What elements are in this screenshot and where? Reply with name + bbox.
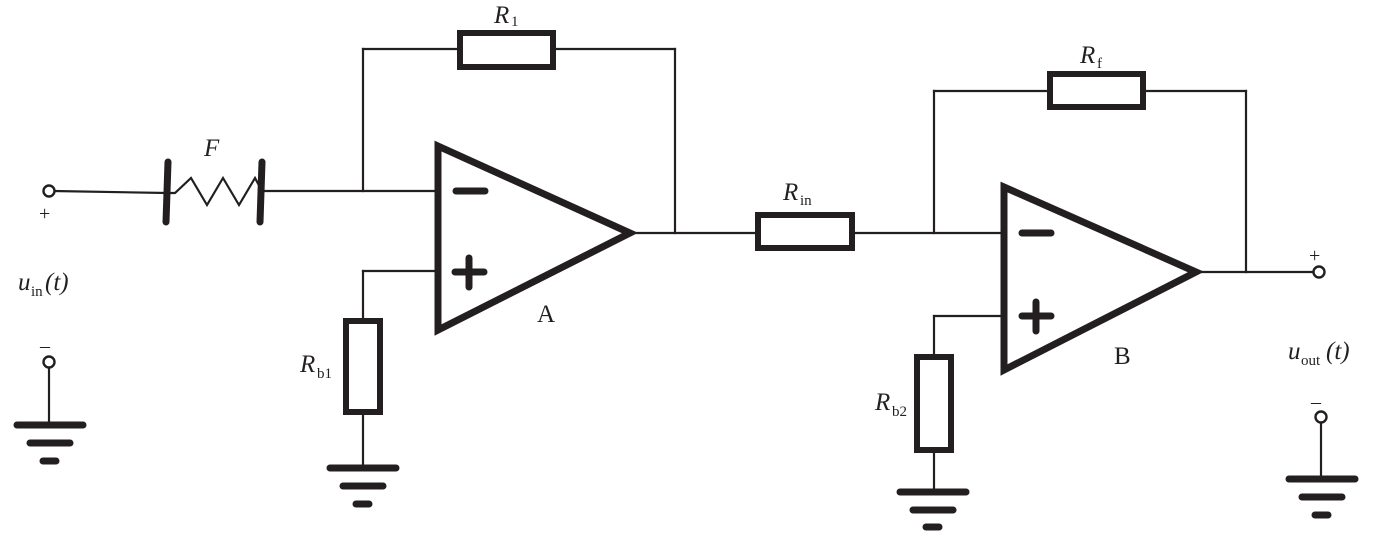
resistor-rb2-label: R b2 bbox=[874, 389, 907, 420]
resistor-rf bbox=[1047, 71, 1146, 110]
svg-text:–: – bbox=[1310, 391, 1322, 413]
op-amp-a-noninverting-sign bbox=[451, 254, 488, 291]
resistor-rf-label: R f bbox=[1079, 42, 1102, 72]
svg-text:(t): (t) bbox=[45, 269, 69, 296]
ground-icon bbox=[1285, 475, 1359, 519]
input-terminal-minus: – bbox=[39, 335, 56, 426]
output-stage-wiring bbox=[850, 89, 1316, 494]
op-amp-b bbox=[1000, 181, 1205, 376]
input-wiring bbox=[52, 47, 760, 470]
svg-text:f: f bbox=[1097, 56, 1102, 72]
output-terminal-minus: – bbox=[1310, 391, 1328, 480]
svg-text:(t): (t) bbox=[1326, 338, 1350, 365]
output-voltage-label: u out (t) bbox=[1288, 338, 1350, 369]
svg-text:+: + bbox=[39, 203, 50, 225]
thermistor-f bbox=[162, 158, 266, 226]
svg-text:u: u bbox=[18, 269, 31, 296]
output-terminal-plus: + bbox=[1309, 245, 1326, 279]
svg-text:u: u bbox=[1288, 338, 1301, 365]
svg-text:R: R bbox=[299, 351, 315, 378]
svg-text:+: + bbox=[1309, 245, 1320, 267]
resistor-rin-label: R in bbox=[782, 179, 812, 209]
ground-icon bbox=[13, 421, 87, 465]
ground-icon bbox=[326, 464, 400, 508]
svg-text:–: – bbox=[39, 335, 51, 357]
thermistor-label: F bbox=[203, 135, 220, 162]
svg-text:R: R bbox=[1079, 42, 1095, 69]
op-amp-b-label: B bbox=[1114, 343, 1131, 370]
svg-text:b1: b1 bbox=[317, 366, 332, 382]
svg-text:b2: b2 bbox=[892, 404, 907, 420]
op-amp-b-noninverting-sign bbox=[1018, 298, 1055, 335]
svg-text:R: R bbox=[874, 389, 890, 416]
ground-icon bbox=[896, 488, 970, 531]
resistor-rb2 bbox=[914, 354, 954, 453]
resistor-r1 bbox=[457, 30, 556, 70]
resistor-rin bbox=[755, 212, 855, 251]
input-voltage-label: u in (t) bbox=[18, 269, 69, 300]
op-amp-a-label: A bbox=[537, 301, 555, 328]
svg-text:in: in bbox=[800, 193, 812, 209]
resistor-r1-label: R 1 bbox=[493, 2, 519, 30]
op-amp-a bbox=[434, 140, 639, 336]
svg-text:out: out bbox=[1301, 353, 1321, 369]
svg-text:1: 1 bbox=[511, 14, 519, 30]
resistor-rb1-label: R b1 bbox=[299, 351, 332, 382]
resistor-rb1 bbox=[343, 318, 383, 415]
svg-text:R: R bbox=[493, 2, 509, 29]
svg-text:in: in bbox=[31, 284, 43, 300]
input-terminal-plus: + bbox=[39, 184, 56, 225]
svg-text:R: R bbox=[782, 179, 798, 206]
